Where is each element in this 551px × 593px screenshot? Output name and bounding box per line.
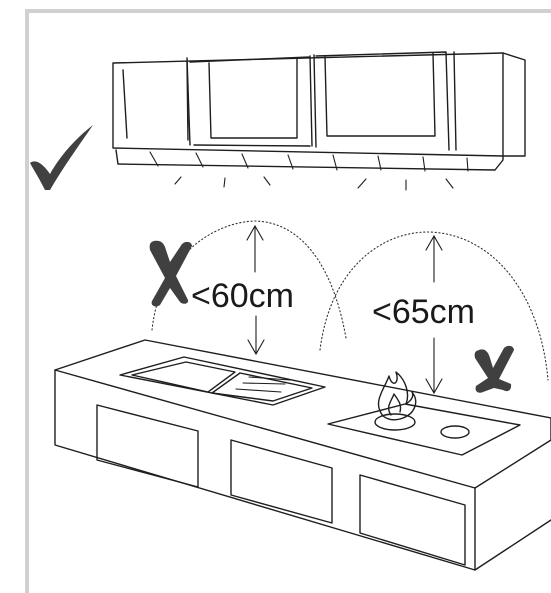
- sink: [119, 356, 326, 406]
- stove-distance-label: <65cm: [372, 293, 475, 331]
- hood-distance-label: <60cm: [191, 277, 294, 315]
- cabinet-door-3: [313, 51, 450, 151]
- burner-right: [440, 425, 470, 439]
- hood-light-strip: [115, 149, 504, 171]
- counter-door-3: [359, 474, 466, 566]
- flame-icon: [377, 371, 417, 421]
- counter-door-2: [230, 439, 333, 524]
- distance-arrow-stove: [425, 234, 443, 395]
- cross-mark-hood-icon: [149, 240, 192, 307]
- frame-border: [25, 9, 551, 593]
- counter-door-1: [96, 404, 199, 488]
- counter-top: [54, 339, 551, 489]
- cooktop: [327, 371, 521, 456]
- cabinet-outline: [112, 52, 526, 157]
- kitchen-counter: [54, 339, 551, 571]
- clearance-arc-stove: [319, 231, 549, 381]
- distance-arrow-hood: [246, 224, 265, 356]
- cross-mark-stove-icon: [474, 345, 514, 393]
- sink-drain-grooves: [235, 376, 291, 393]
- cabinet-door-2: [186, 55, 313, 147]
- counter-side: [474, 519, 551, 571]
- check-mark-icon: [30, 125, 93, 190]
- cooktop-outline: [327, 403, 521, 456]
- cabinet-door-4: [453, 51, 457, 151]
- range-hood-cabinet: [112, 51, 526, 191]
- sink-basin-right: [211, 372, 313, 402]
- cabinet-door-1: [122, 61, 189, 141]
- burner-left: [374, 413, 416, 431]
- counter-front: [54, 369, 476, 571]
- sink-basin-left: [131, 361, 236, 393]
- hood-light-rays: [174, 176, 454, 191]
